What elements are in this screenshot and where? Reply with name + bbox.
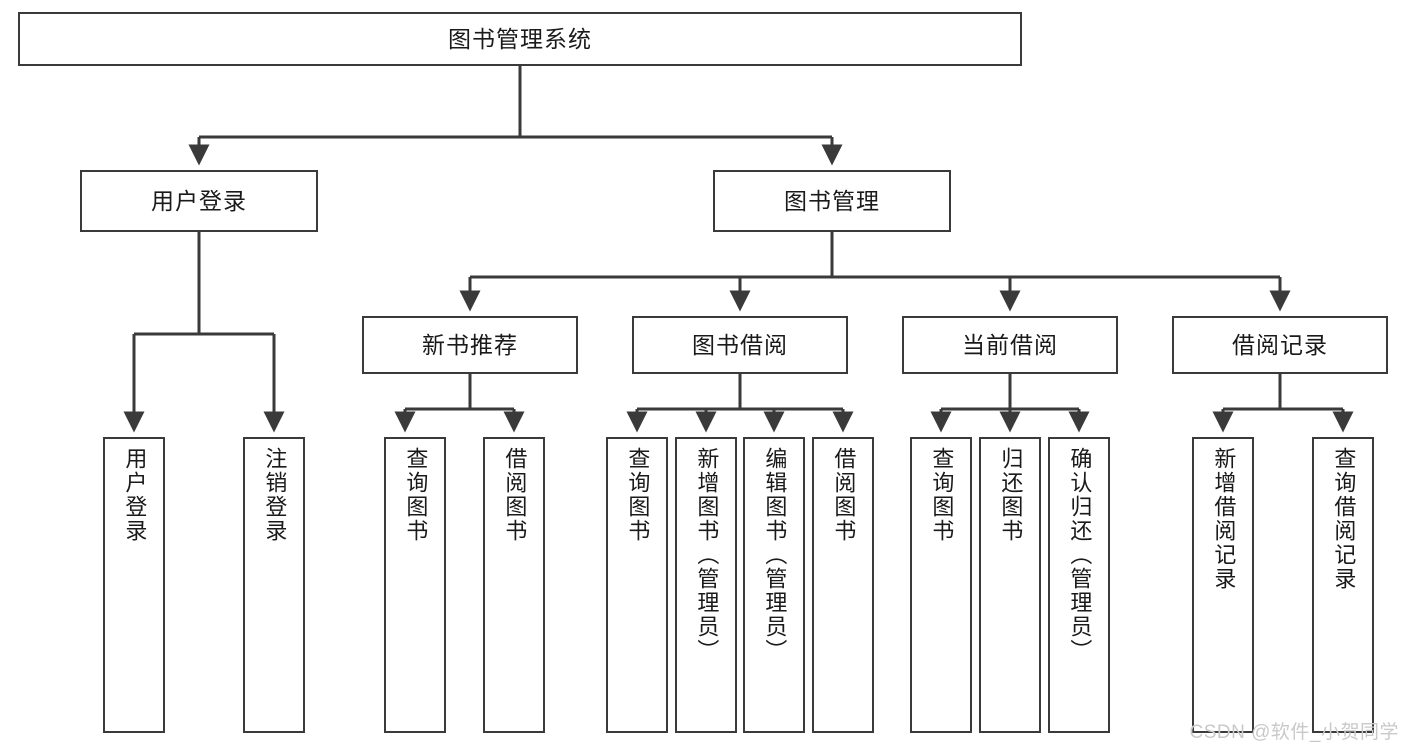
leaf-confirm-return[interactable]: 确认归还（管理员） — [1048, 437, 1110, 733]
leaf-query-book-2-label: 查询图书 — [625, 447, 651, 543]
node-borrow-record[interactable]: 借阅记录 — [1172, 316, 1388, 374]
leaf-query-record[interactable]: 查询借阅记录 — [1312, 437, 1374, 733]
leaf-user-login-label: 用户登录 — [122, 447, 148, 543]
leaf-add-book-label: 新增图书（管理员） — [694, 447, 720, 663]
node-book-manage[interactable]: 图书管理 — [713, 170, 951, 232]
node-new-book-rec[interactable]: 新书推荐 — [362, 316, 578, 374]
node-book-borrow[interactable]: 图书借阅 — [632, 316, 848, 374]
leaf-add-book[interactable]: 新增图书（管理员） — [675, 437, 737, 733]
leaf-user-login[interactable]: 用户登录 — [103, 437, 165, 733]
leaf-query-book-1[interactable]: 查询图书 — [384, 437, 446, 733]
leaf-add-record-label: 新增借阅记录 — [1211, 447, 1237, 591]
leaf-logout-label: 注销登录 — [262, 447, 288, 543]
leaf-borrow-book-1-label: 借阅图书 — [502, 447, 528, 543]
node-user-login[interactable]: 用户登录 — [80, 170, 318, 232]
leaf-return-book[interactable]: 归还图书 — [979, 437, 1041, 733]
node-current-borrow[interactable]: 当前借阅 — [902, 316, 1118, 374]
node-user-login-label: 用户登录 — [151, 187, 247, 214]
leaf-query-book-3-label: 查询图书 — [929, 447, 955, 543]
watermark: CSDN @软件_小贺同学 — [1189, 722, 1399, 743]
leaf-borrow-book-1[interactable]: 借阅图书 — [483, 437, 545, 733]
leaf-query-book-2[interactable]: 查询图书 — [606, 437, 668, 733]
leaf-edit-book[interactable]: 编辑图书（管理员） — [743, 437, 805, 733]
node-borrow-record-label: 借阅记录 — [1232, 331, 1328, 358]
node-root[interactable]: 图书管理系统 — [18, 12, 1022, 66]
leaf-add-record[interactable]: 新增借阅记录 — [1192, 437, 1254, 733]
leaf-borrow-book-2-label: 借阅图书 — [831, 447, 857, 543]
leaf-query-record-label: 查询借阅记录 — [1331, 447, 1357, 591]
leaf-confirm-return-label: 确认归还（管理员） — [1067, 447, 1093, 663]
leaf-return-book-label: 归还图书 — [998, 447, 1024, 543]
node-book-borrow-label: 图书借阅 — [692, 331, 788, 358]
node-current-borrow-label: 当前借阅 — [962, 331, 1058, 358]
leaf-logout[interactable]: 注销登录 — [243, 437, 305, 733]
node-book-manage-label: 图书管理 — [784, 187, 880, 214]
leaf-borrow-book-2[interactable]: 借阅图书 — [812, 437, 874, 733]
leaf-query-book-3[interactable]: 查询图书 — [910, 437, 972, 733]
leaf-query-book-1-label: 查询图书 — [403, 447, 429, 543]
leaf-edit-book-label: 编辑图书（管理员） — [762, 447, 788, 663]
node-root-label: 图书管理系统 — [448, 25, 592, 52]
node-new-book-rec-label: 新书推荐 — [422, 331, 518, 358]
